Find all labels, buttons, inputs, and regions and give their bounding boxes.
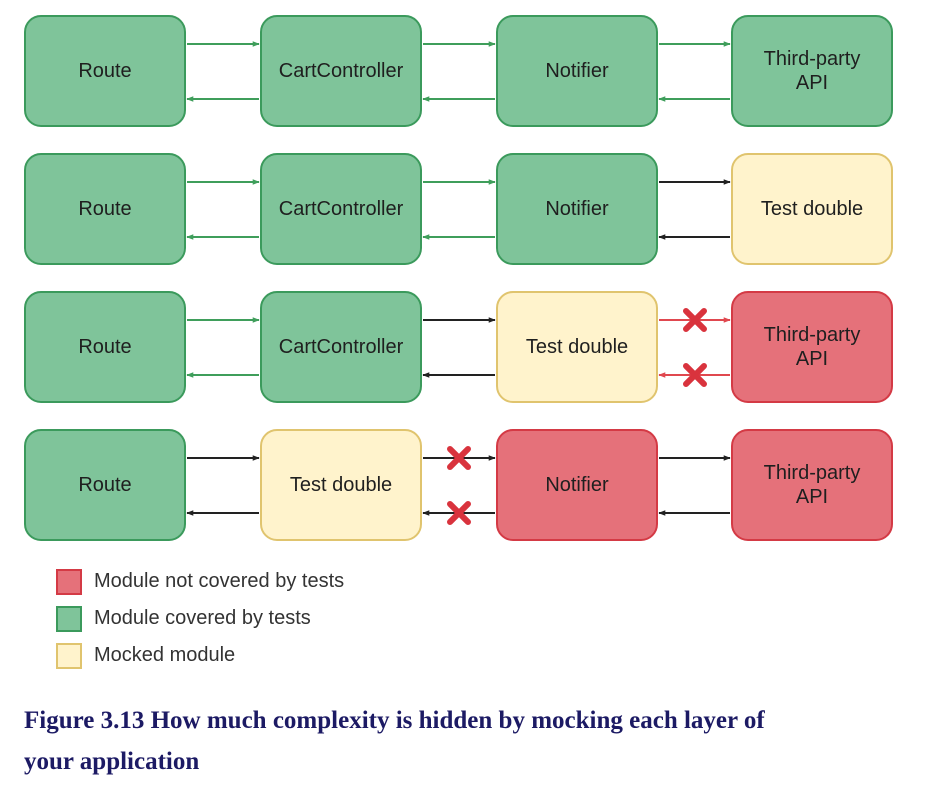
module-label: API	[796, 486, 828, 508]
diagram-row-3: Route CartController Test double Third-part…	[24, 291, 893, 403]
module-node: Route	[24, 429, 186, 541]
module-box-uncovered	[731, 429, 893, 541]
module-label: Notifier	[545, 60, 609, 82]
connection-arrows	[186, 455, 260, 516]
module-box-mocked	[260, 429, 422, 541]
legend-swatch-mocked	[56, 642, 82, 669]
blocked-cross-icon	[447, 501, 471, 525]
module-label: Notifier	[545, 474, 609, 496]
module-node: Test double	[496, 291, 658, 403]
connection-arrows	[422, 179, 496, 240]
diagram-row-1: Route CartController Notifier Third-partyAP…	[24, 15, 893, 127]
module-label: Notifier	[545, 198, 609, 220]
legend-swatch-covered	[56, 605, 82, 632]
module-label: Route	[78, 60, 131, 82]
legend: Module not covered by tests Module cover…	[56, 563, 344, 674]
module-box-covered	[260, 291, 422, 403]
module-node: Notifier	[496, 429, 658, 541]
module-node: CartController	[260, 153, 422, 265]
module-node: CartController	[260, 291, 422, 403]
module-label: Test double	[290, 474, 392, 496]
module-box-uncovered	[496, 429, 658, 541]
blocked-cross-icon	[683, 363, 707, 387]
blocked-cross-icon	[447, 446, 471, 470]
module-label: Test double	[761, 198, 863, 220]
connection-arrows	[658, 317, 731, 378]
module-label: Third-party	[764, 324, 861, 346]
module-node: CartController	[260, 15, 422, 127]
figure-caption-line-2: your application	[24, 748, 200, 775]
module-node: Notifier	[496, 153, 658, 265]
figure-caption-line-1: Figure 3.13 How much complexity is hidde…	[24, 707, 765, 734]
connection-arrows	[422, 317, 496, 378]
connection-arrows	[186, 179, 260, 240]
module-label: Third-party	[764, 48, 861, 70]
legend-item-uncovered: Module not covered by tests	[56, 563, 344, 600]
module-box-mocked	[496, 291, 658, 403]
legend-label-uncovered: Module not covered by tests	[94, 570, 345, 592]
module-node: Test double	[260, 429, 422, 541]
module-label: Route	[78, 336, 131, 358]
module-node: Test double	[731, 153, 893, 265]
module-box-mocked	[731, 153, 893, 265]
connection-arrows	[186, 41, 260, 102]
legend-label-covered: Module covered by tests	[94, 607, 311, 629]
module-box-covered	[24, 15, 186, 127]
module-label: Route	[78, 198, 131, 220]
module-label: CartController	[279, 198, 404, 220]
module-box-covered	[260, 15, 422, 127]
module-label: CartController	[279, 60, 404, 82]
module-box-uncovered	[731, 291, 893, 403]
legend-label-mocked: Mocked module	[94, 644, 236, 666]
module-box-covered	[24, 291, 186, 403]
module-node: Route	[24, 15, 186, 127]
module-node: Notifier	[496, 15, 658, 127]
module-box-covered	[731, 15, 893, 127]
module-label: Test double	[526, 336, 628, 358]
module-label: API	[796, 72, 828, 94]
module-label: API	[796, 348, 828, 370]
module-label: Route	[78, 474, 131, 496]
module-label: Third-party	[764, 462, 861, 484]
connection-arrows	[658, 455, 731, 516]
blocked-cross-icon	[683, 308, 707, 332]
module-box-covered	[24, 153, 186, 265]
module-node: Route	[24, 153, 186, 265]
legend-item-mocked: Mocked module	[56, 637, 344, 674]
connection-arrows	[658, 41, 731, 102]
connection-arrows	[658, 179, 731, 240]
legend-swatch-uncovered	[56, 568, 82, 595]
connection-arrows	[422, 41, 496, 102]
module-label: CartController	[279, 336, 404, 358]
module-box-covered	[24, 429, 186, 541]
module-box-covered	[496, 153, 658, 265]
module-box-covered	[496, 15, 658, 127]
module-box-covered	[260, 153, 422, 265]
connection-arrows	[422, 455, 496, 516]
diagram-row-2: Route CartController Notifier Test double	[24, 153, 893, 265]
legend-item-covered: Module covered by tests	[56, 600, 344, 637]
connection-arrows	[186, 317, 260, 378]
module-node: Route	[24, 291, 186, 403]
figure-caption: Figure 3.13 How much complexity is hidde…	[24, 700, 904, 782]
